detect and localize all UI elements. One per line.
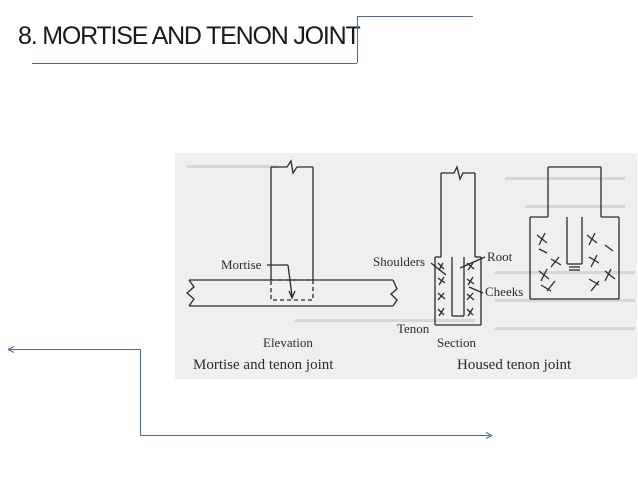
root-label: Root bbox=[487, 249, 513, 264]
tenon-label: Tenon bbox=[397, 321, 430, 336]
slide-title: 8. MORTISE AND TENON JOINT bbox=[18, 22, 361, 50]
left-caption: Mortise and tenon joint bbox=[193, 357, 334, 373]
cheeks-label: Cheeks bbox=[485, 284, 523, 299]
section-drawing bbox=[430, 165, 486, 326]
bleed-through-text bbox=[187, 165, 635, 330]
elevation-label: Elevation bbox=[263, 335, 313, 350]
mortise-label: Mortise bbox=[221, 257, 262, 272]
joint-figure: Mortise Shoulders Root Cheeks Tenon Elev… bbox=[175, 153, 637, 379]
elevation-drawing bbox=[186, 159, 398, 307]
shoulders-label: Shoulders bbox=[373, 254, 425, 269]
section-label: Section bbox=[437, 335, 476, 350]
right-caption: Housed tenon joint bbox=[457, 357, 572, 373]
housed-joint-drawing bbox=[529, 166, 620, 300]
